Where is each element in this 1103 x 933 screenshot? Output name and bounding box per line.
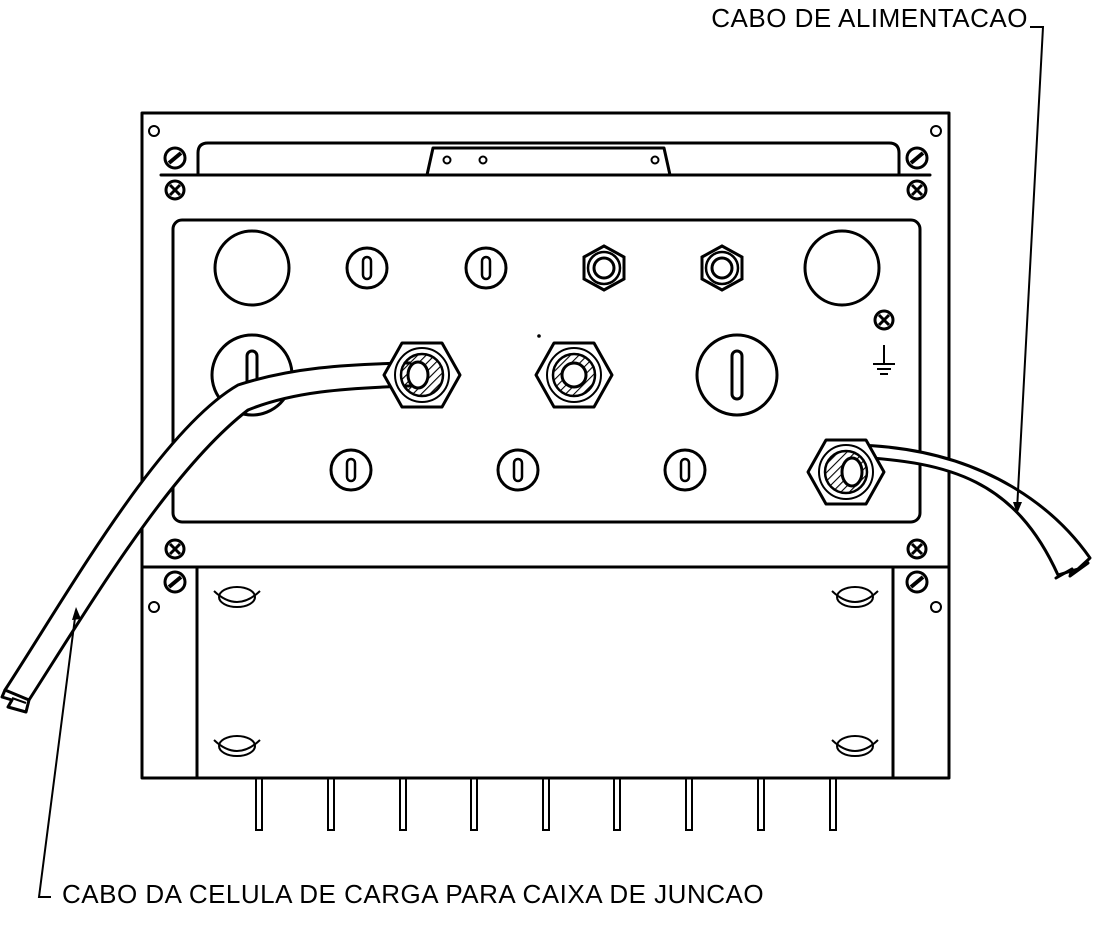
small-plug xyxy=(345,246,389,290)
screw-icon xyxy=(163,570,187,594)
center-cable-gland xyxy=(534,334,614,409)
screw-icon xyxy=(164,179,186,201)
screw-icon xyxy=(906,538,928,560)
ground-symbol-icon xyxy=(873,345,895,375)
screw-icon xyxy=(905,570,929,594)
door-latch xyxy=(213,735,261,757)
small-plug xyxy=(464,246,508,290)
screw-icon xyxy=(906,179,928,201)
bottom-pins xyxy=(255,777,837,831)
power-cable xyxy=(853,443,1092,580)
screw-icon xyxy=(163,146,187,170)
power-cable-gland xyxy=(806,438,886,506)
load-cell-cable-gland xyxy=(382,341,462,409)
power-cable-leader xyxy=(1013,26,1045,514)
large-plug xyxy=(695,333,779,417)
screw-icon xyxy=(905,146,929,170)
small-plug xyxy=(496,448,540,492)
terminal-panel xyxy=(171,218,922,524)
ground-screw xyxy=(873,309,895,331)
load-cell-cable-label: CABO DA CELULA DE CARGA PARA CAIXA DE JU… xyxy=(62,879,764,909)
screw-icon xyxy=(164,538,186,560)
door-latch xyxy=(831,735,879,757)
top-cover xyxy=(159,141,932,177)
load-cell-cable-leader xyxy=(37,607,81,898)
blank-knockout xyxy=(213,229,291,307)
power-cable-label: CABO DE ALIMENTACAO xyxy=(711,3,1028,33)
lower-door xyxy=(140,565,951,780)
small-plug xyxy=(663,448,707,492)
small-plug xyxy=(329,448,373,492)
blank-knockout xyxy=(803,229,881,307)
hex-nut xyxy=(582,244,626,292)
door-latch xyxy=(831,586,879,608)
door-latch xyxy=(213,586,261,608)
hex-nut xyxy=(700,244,744,292)
load-cell-cable xyxy=(0,361,412,714)
